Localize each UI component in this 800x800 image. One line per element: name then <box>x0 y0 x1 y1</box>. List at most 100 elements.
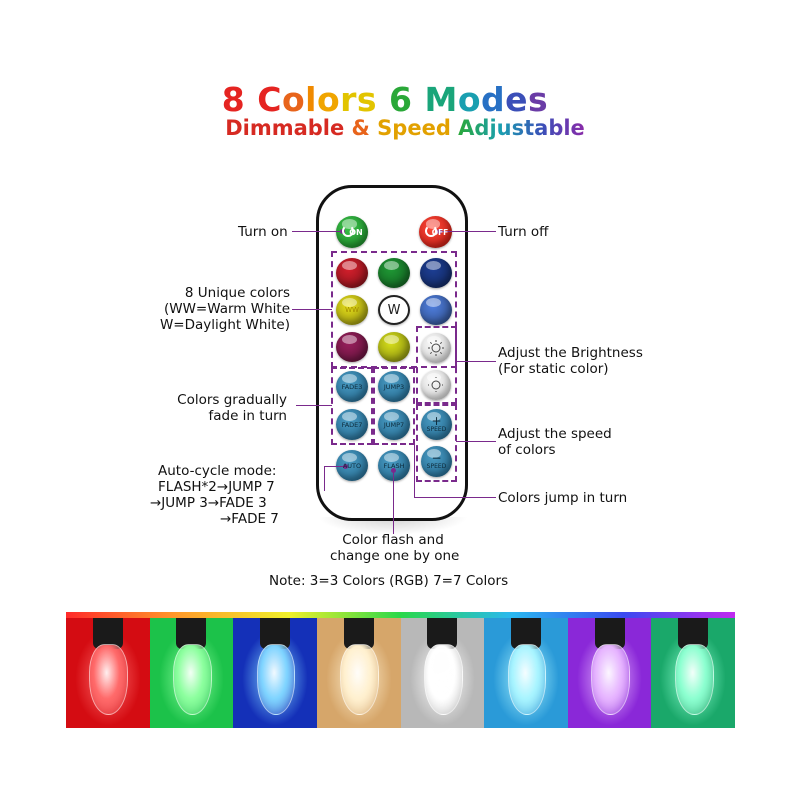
auto-line-h <box>324 466 344 467</box>
bulb-photo-3 <box>233 618 317 728</box>
fade7-label: FADE7 <box>341 420 363 429</box>
title-fragment: & <box>344 116 378 140</box>
color-button-5[interactable]: W <box>378 295 410 325</box>
bulb-glass <box>340 644 380 715</box>
color-button-3[interactable] <box>420 258 452 288</box>
speed-line2: of colors <box>498 442 556 458</box>
unique-colors-text: 8 Unique colors (WW=Warm White W=Dayligh… <box>158 285 290 333</box>
title-fragment: o <box>316 80 341 119</box>
jump3-button[interactable]: JUMP3 <box>378 371 410 402</box>
jump7-button[interactable]: JUMP7 <box>378 409 410 440</box>
color-label: W <box>387 302 401 318</box>
brightness-frame <box>416 326 457 404</box>
on-button-label: ON <box>349 227 363 237</box>
speed-down-button[interactable]: − SPEED <box>421 446 452 477</box>
jump3-label: JUMP3 <box>383 382 405 391</box>
bulb-socket <box>92 618 123 649</box>
fade7-button[interactable]: FADE7 <box>336 409 368 440</box>
bulb-glass <box>423 644 463 715</box>
on-button[interactable]: ON <box>336 216 368 248</box>
title-fragment: C <box>257 80 282 119</box>
color-button-7[interactable] <box>336 332 368 362</box>
title-fragment: o <box>281 80 306 119</box>
color-button-1[interactable] <box>336 258 368 288</box>
flash-line <box>393 472 394 534</box>
bulb-socket <box>678 618 709 649</box>
bulb-photo-2 <box>149 618 234 728</box>
turn-on-text: Turn on <box>238 224 288 240</box>
color-button-4[interactable]: WW <box>336 295 368 325</box>
speed-up-button[interactable]: + SPEED <box>421 409 452 440</box>
bulb-socket <box>510 618 541 649</box>
fade-line2: fade in turn <box>208 408 287 424</box>
jump-frame <box>373 367 415 445</box>
minus-icon: − <box>431 451 442 465</box>
title-fragment: 6 <box>377 80 425 119</box>
jump-line-h <box>414 497 496 498</box>
note-text: Note: 3=3 Colors (RGB) 7=7 Colors <box>269 573 509 589</box>
bulb-socket <box>176 618 207 649</box>
fade-line1: Colors gradually <box>177 392 287 408</box>
bulb-glass <box>256 644 296 715</box>
speed-line1: Adjust the speed <box>498 426 612 442</box>
title-fragment: M <box>424 80 458 119</box>
bulb-photo-7 <box>567 618 652 728</box>
bulb-photo-strip <box>66 618 735 728</box>
color-button-2[interactable] <box>378 258 410 288</box>
fade3-label: FADE3 <box>341 382 363 391</box>
speed-frame <box>416 404 457 482</box>
colors-line <box>292 309 332 310</box>
title-fragment: s <box>356 80 378 119</box>
sun-dim-icon <box>428 377 444 393</box>
turn-on-line <box>292 231 342 232</box>
auto-button[interactable]: AUTO <box>336 450 368 481</box>
bulb-socket <box>594 618 625 649</box>
flash-button[interactable]: FLASH <box>378 450 410 481</box>
off-button-label: OFF <box>431 227 449 237</box>
flash-dot <box>391 468 396 473</box>
auto-label: AUTO <box>342 461 362 470</box>
brightness-text: Adjust the Brightness (For static color) <box>498 345 643 377</box>
bulb-glass <box>591 644 630 715</box>
color-button-8[interactable] <box>378 332 410 362</box>
title-fragment: o <box>457 80 482 119</box>
auto-cycle-line3: →JUMP 3→FADE 3 <box>150 495 267 511</box>
brightness-down-button[interactable] <box>421 370 451 400</box>
title-fragment: d <box>481 80 506 119</box>
unique-colors-line2: (WW=Warm White <box>163 301 290 317</box>
title-fragment: Dimmable <box>225 116 345 140</box>
auto-cycle-text: Auto-cycle mode: FLASH*2→JUMP 7 →JUMP 3→… <box>150 463 316 527</box>
flash-label: FLASH <box>383 461 405 470</box>
bulb-glass <box>507 644 547 715</box>
auto-cycle-line2: FLASH*2→JUMP 7 <box>158 479 275 495</box>
brightness-line2: (For static color) <box>498 361 609 377</box>
power-icon <box>342 225 354 237</box>
bulb-photo-6 <box>484 618 568 728</box>
speed-line <box>456 441 496 442</box>
brightness-line <box>456 361 496 362</box>
title-fragment: r <box>340 80 357 119</box>
color-button-6[interactable] <box>420 295 452 325</box>
title-fragment: 8 <box>221 80 258 119</box>
title-fragment: Adjustable <box>458 116 585 140</box>
rainbow-bar <box>66 612 735 618</box>
fade-line <box>296 405 332 406</box>
unique-colors-line3: W=Daylight White) <box>159 317 290 333</box>
bulb-glass <box>173 644 212 715</box>
flash-text-line2: change one by one <box>330 548 460 564</box>
speed-down-label: SPEED <box>426 463 447 470</box>
off-button[interactable]: OFF <box>419 216 452 248</box>
jump-text: Colors jump in turn <box>498 490 628 506</box>
brightness-up-button[interactable] <box>421 333 451 363</box>
fade3-button[interactable]: FADE3 <box>336 371 368 402</box>
title-fragment: e <box>505 80 529 119</box>
bulb-photo-4 <box>316 618 401 728</box>
brightness-line1: Adjust the Brightness <box>498 345 643 361</box>
bulb-photo-8 <box>651 618 735 728</box>
bulb-photo-1 <box>66 618 150 728</box>
jump7-label: JUMP7 <box>383 420 405 429</box>
auto-line <box>324 466 325 491</box>
color-label: WW <box>345 306 359 314</box>
turn-off-line <box>440 231 496 232</box>
sun-outline-icon <box>428 340 444 356</box>
